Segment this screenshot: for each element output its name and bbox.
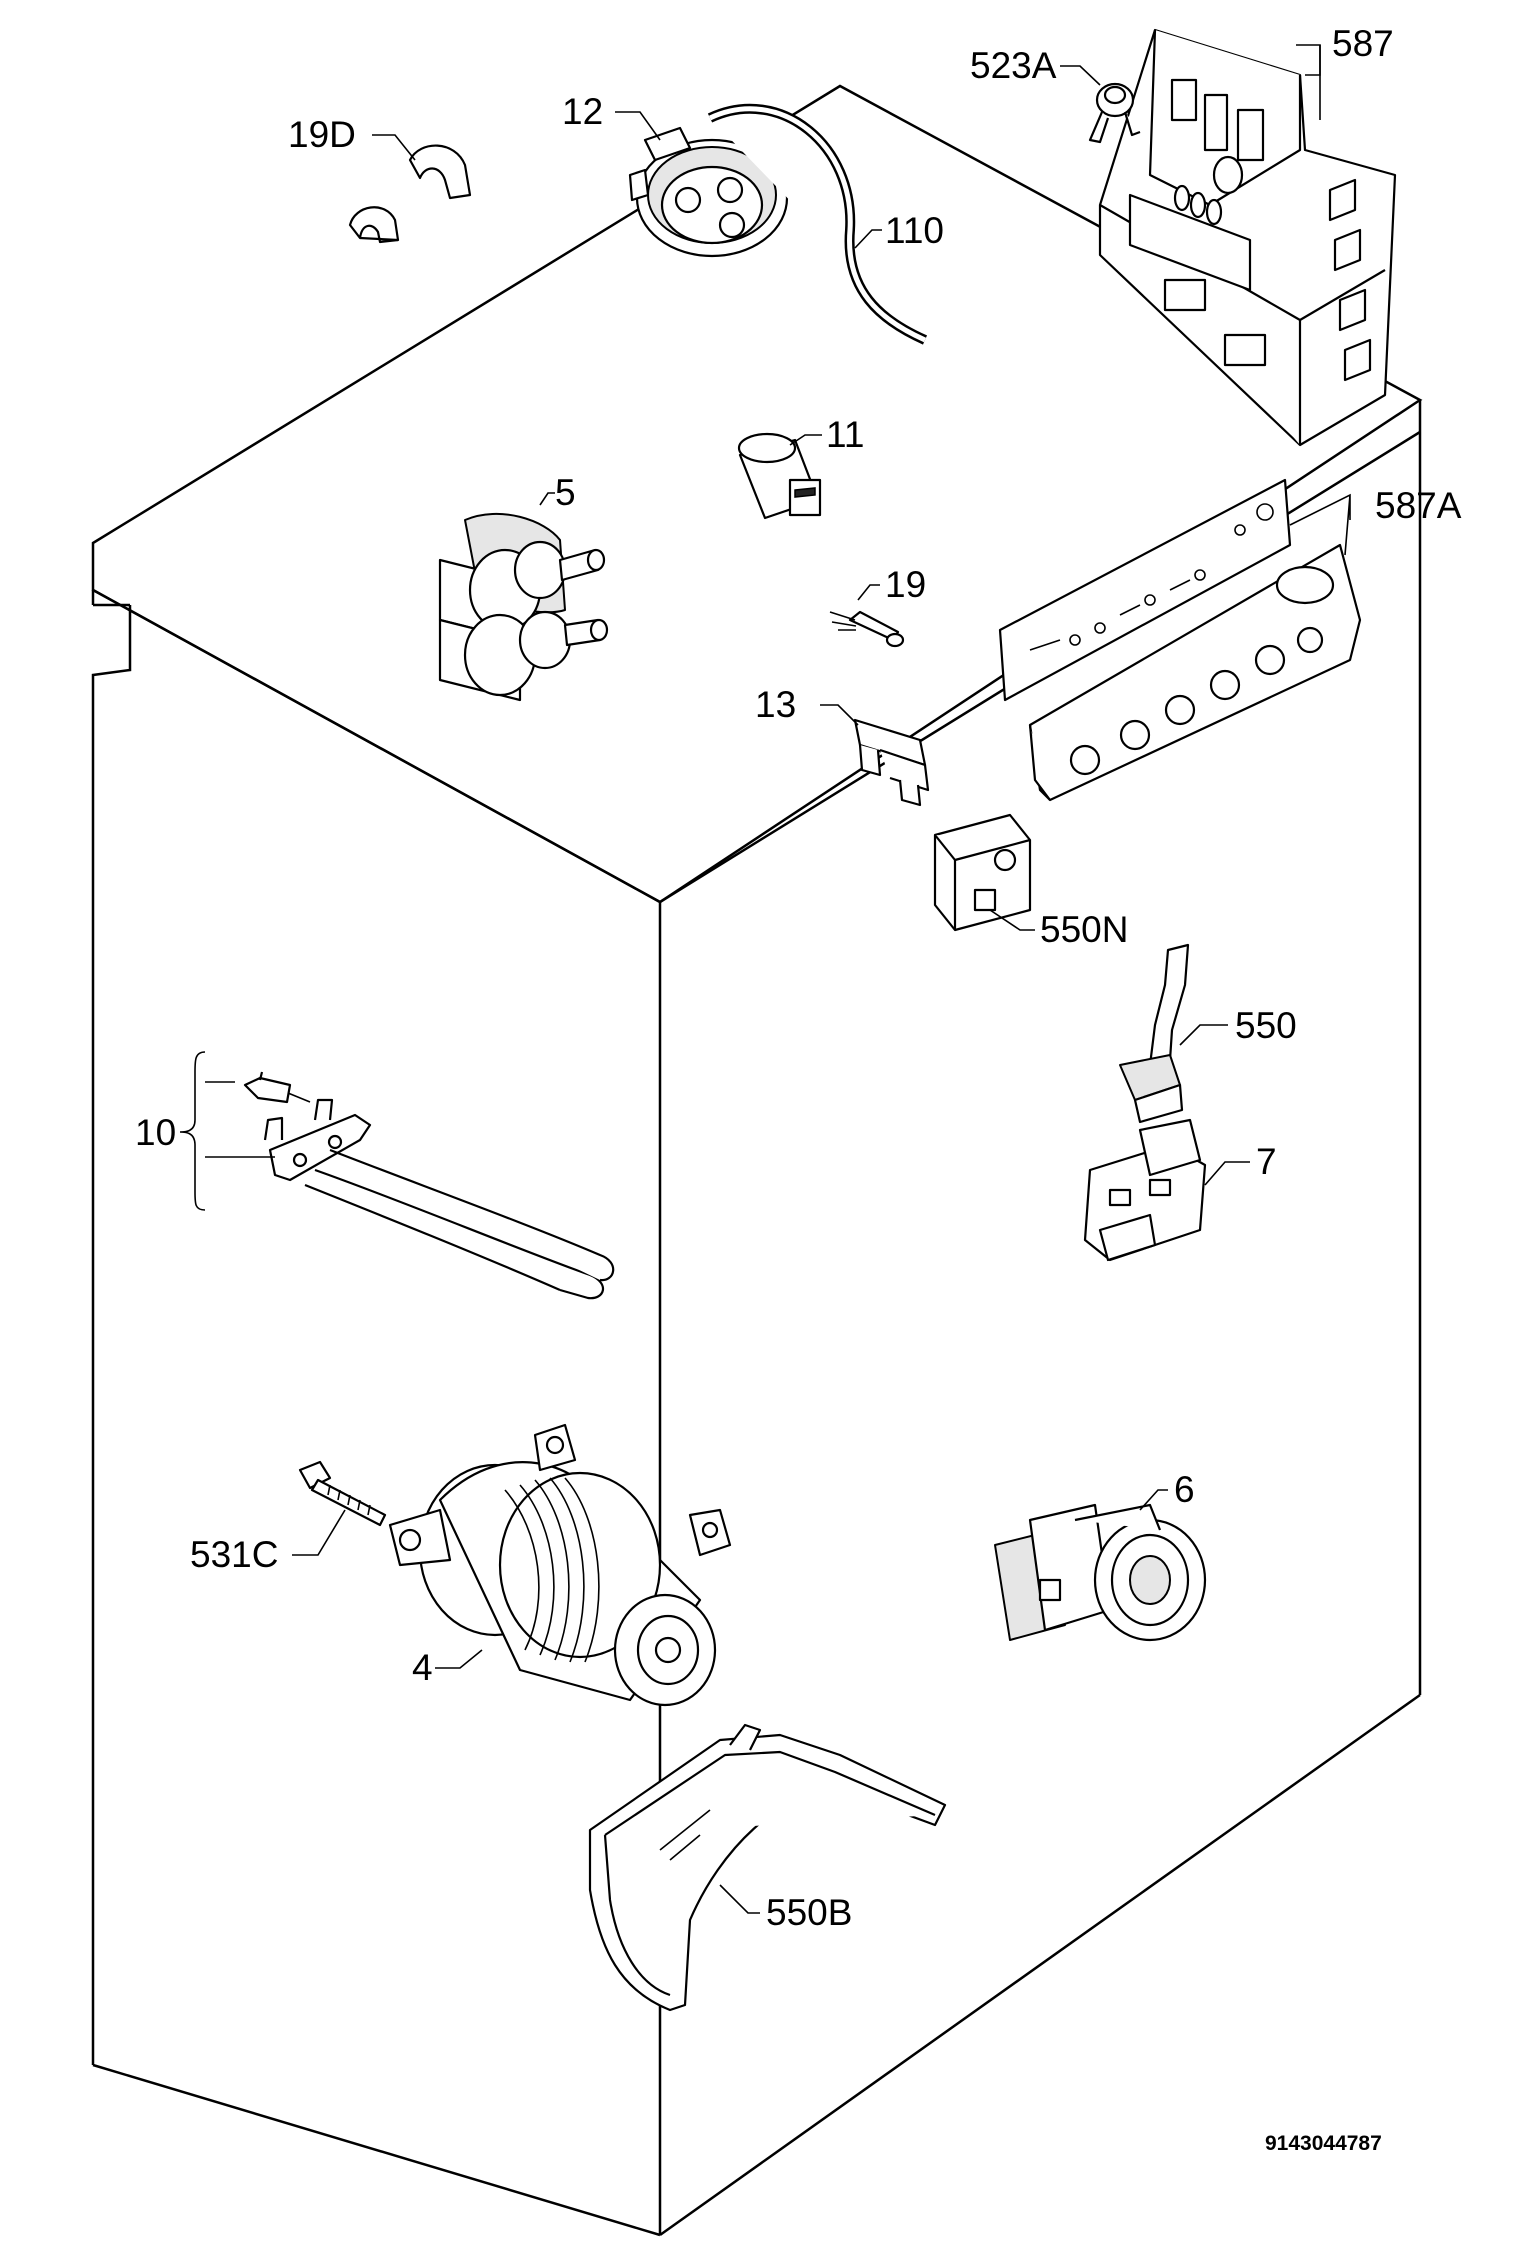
cable-clip-19d <box>348 144 472 244</box>
shroud-550b <box>588 1723 947 2012</box>
inlet-valve-5 <box>438 512 609 702</box>
callout-550n: 550N <box>1040 909 1128 950</box>
sensor-19 <box>829 610 905 648</box>
callout-5: 5 <box>555 472 576 513</box>
callout-550: 550 <box>1235 1005 1297 1046</box>
control-board-587 <box>1098 28 1397 447</box>
callout-13: 13 <box>755 684 796 725</box>
callout-587: 587 <box>1332 23 1394 64</box>
callout-6: 6 <box>1174 1469 1195 1510</box>
thermostat-523a <box>1088 82 1141 144</box>
callout-4: 4 <box>412 1647 433 1688</box>
bolt-531c <box>298 1460 387 1527</box>
callout-12: 12 <box>562 91 603 132</box>
callout-523a: 523A <box>970 45 1057 86</box>
callout-531c: 531C <box>190 1534 278 1575</box>
door-lock-cable-550 <box>1119 943 1190 1124</box>
callout-110: 110 <box>885 210 944 251</box>
motor-4 <box>388 1423 732 1707</box>
callout-550b: 550B <box>766 1892 852 1933</box>
cover-550n <box>933 813 1032 932</box>
heating-element-10 <box>243 1071 615 1300</box>
connector-13 <box>853 718 930 807</box>
callout-587a: 587A <box>1375 485 1462 526</box>
pressure-hose-110 <box>707 103 928 345</box>
drain-pump-6 <box>994 1503 1207 1642</box>
door-interlock-7 <box>1083 1118 1207 1262</box>
document-number: 9143044787 <box>1265 2132 1382 2155</box>
callout-10: 10 <box>135 1112 176 1153</box>
capacitor-11 <box>737 432 822 520</box>
control-panel-587a <box>998 478 1362 802</box>
pressure-switch-12 <box>628 126 789 258</box>
callout-19d: 19D <box>288 114 356 155</box>
callout-7: 7 <box>1256 1141 1277 1182</box>
callout-labels: 587 523A 12 19D 110 11 5 587A 19 13 550N… <box>135 23 1462 2155</box>
callout-19: 19 <box>885 564 926 605</box>
callout-11: 11 <box>826 414 864 455</box>
